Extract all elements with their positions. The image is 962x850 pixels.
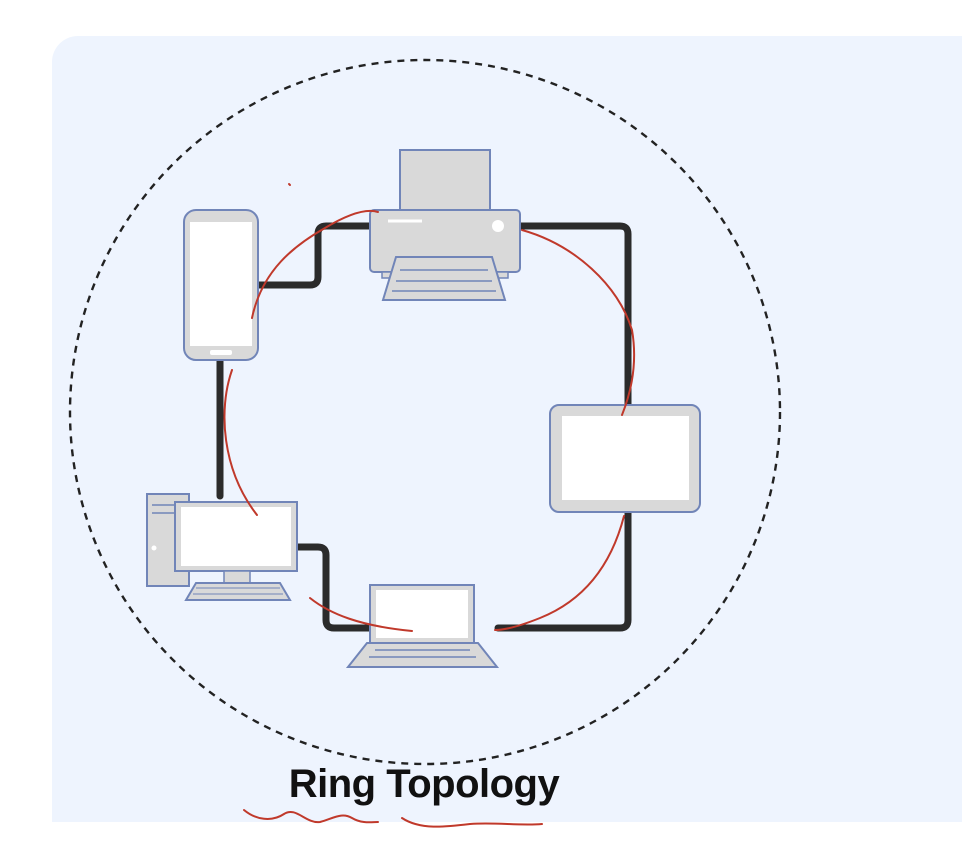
annotation-stroke-tablet-laptop xyxy=(494,515,625,631)
underline-ring xyxy=(243,809,379,824)
annotation-stroke-phone-printer xyxy=(251,210,379,319)
diagram-title: Ring Topology xyxy=(288,762,560,806)
cable-printer-tablet xyxy=(516,222,632,409)
cable-tablet-laptop xyxy=(494,508,632,632)
laptop-icon xyxy=(345,584,500,668)
underline-topology xyxy=(401,817,543,828)
printer-icon xyxy=(369,149,521,301)
network-boundary-circle xyxy=(68,58,782,766)
cable-phone-printer xyxy=(254,222,376,289)
handwritten-annotations xyxy=(223,183,636,828)
diagram-card xyxy=(52,36,962,822)
cable-laptop-desktop xyxy=(292,543,416,632)
annotation-stroke-laptop-desktop xyxy=(309,597,413,632)
ring-cables xyxy=(216,222,632,632)
smartphone-icon xyxy=(183,209,259,361)
tablet-icon xyxy=(549,404,701,513)
annotation-stroke-desktop-phone xyxy=(223,369,258,516)
annotation-stroke-printer-tablet xyxy=(521,229,636,416)
annotation-dot xyxy=(288,183,291,186)
desktop-computer-icon xyxy=(146,493,298,601)
